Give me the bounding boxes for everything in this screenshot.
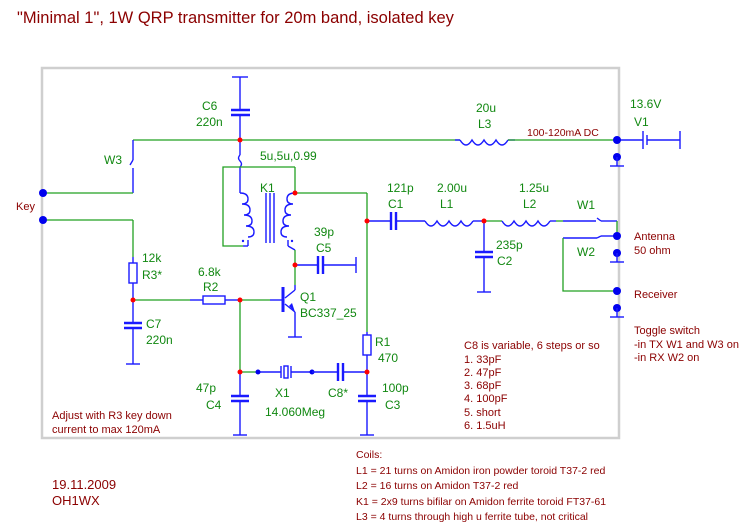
receiver-label: Receiver [634, 289, 678, 301]
x1-ref: X1 [275, 386, 290, 400]
toggle-note-tx: -in TX W1 and W3 on [634, 339, 739, 351]
c6-value: 220n [196, 115, 223, 129]
junctions [130, 137, 487, 375]
switch-w1 [563, 217, 618, 236]
c1-ref: C1 [388, 197, 404, 211]
w3-ref: W3 [104, 153, 122, 167]
r1-ref: R1 [375, 335, 391, 349]
coil-l1: L1 = 21 turns on Amidon iron powder toro… [356, 464, 606, 477]
r3-ref: R3* [142, 268, 162, 282]
c8-step-1: 1. 33pF [464, 354, 502, 366]
capacitor-c7 [124, 300, 142, 365]
c1-value: 121p [387, 181, 414, 195]
c8-step-2: 2. 47pF [464, 367, 502, 379]
c5-value: 39p [314, 225, 334, 239]
resistor-r2 [190, 295, 240, 305]
adjust-note-line1: Adjust with R3 key down [52, 410, 172, 422]
r3-value: 12k [142, 251, 162, 265]
c2-ref: C2 [497, 254, 513, 268]
c4-value: 47p [196, 381, 216, 395]
r2-value: 6.8k [198, 265, 222, 279]
l3-value: 20u [476, 101, 496, 115]
c2-value: 235p [496, 238, 523, 252]
key-terminal-1 [39, 189, 47, 197]
key-terminal-2 [39, 216, 47, 224]
x1-value: 14.060Meg [265, 405, 325, 419]
c6-ref: C6 [202, 99, 218, 113]
receiver-terminal [613, 287, 621, 295]
c8-note-title: C8 is variable, 6 steps or so [464, 340, 600, 352]
diagram-title: "Minimal 1", 1W QRP transmitter for 20m … [17, 9, 454, 27]
q1-ref: Q1 [300, 290, 316, 304]
capacitor-c5 [295, 256, 357, 274]
l2-ref: L2 [523, 197, 537, 211]
footer-date: 19.11.2009 [52, 477, 117, 492]
footer-date-block: 19.11.2009 OH1WX [52, 477, 116, 509]
capacitor-c2 [475, 221, 493, 293]
toggle-note-title: Toggle switch [634, 325, 700, 337]
r2-ref: R2 [203, 280, 219, 294]
wire-w2-receiver [562, 238, 617, 292]
transistor-q1 [270, 285, 302, 338]
v1-value: 13.6V [630, 97, 661, 111]
c3-ref: C3 [385, 398, 401, 412]
toggle-note-rx: -in RX W2 on [634, 352, 699, 364]
c5-ref: C5 [316, 241, 332, 255]
dc-current-note: 100-120mA DC [527, 127, 599, 139]
antenna-label: Antenna [634, 231, 676, 243]
switch-w3 [129, 140, 134, 193]
w1-ref: W1 [577, 198, 595, 212]
coils-title: Coils: [356, 449, 383, 461]
inductor-l1 [424, 219, 484, 227]
antenna-impedance-label: 50 ohm [634, 245, 671, 257]
w2-ref: W2 [577, 245, 595, 259]
r1-value: 470 [378, 351, 398, 365]
c8-step-4: 4. 100pF [464, 393, 508, 405]
capacitor-c8 [312, 363, 367, 381]
c3-value: 100p [382, 381, 409, 395]
c4-ref: C4 [206, 398, 222, 412]
inductor-l3 [455, 138, 515, 146]
capacitor-c3 [358, 372, 376, 436]
l1-ref: L1 [440, 197, 454, 211]
adjust-note-line2: current to max 120mA [52, 424, 161, 436]
l1-value: 2.00u [437, 181, 467, 195]
l3-ref: L3 [478, 117, 492, 131]
resistor-r3 [128, 257, 138, 300]
coils-notes: Coils: L1 = 21 turns on Amidon iron powd… [356, 448, 606, 526]
switch-w2 [563, 235, 617, 239]
v1-ref: V1 [634, 115, 649, 129]
capacitor-c6 [231, 76, 250, 140]
l2-value: 1.25u [519, 181, 549, 195]
c8-ref: C8* [328, 386, 348, 400]
battery-v1 [617, 131, 681, 149]
k1-ref: K1 [260, 181, 275, 195]
coil-k1: K1 = 2x9 turns bifilar on Amidon ferrite… [356, 495, 607, 508]
transformer-k1 [237, 140, 296, 251]
resistor-r1 [362, 332, 372, 372]
c8-step-5: 5. short [464, 407, 501, 419]
wire-k1-loop [222, 166, 243, 247]
v1-plus-terminal [613, 136, 621, 144]
capacitor-c4 [231, 372, 249, 436]
capacitor-c1 [367, 212, 425, 230]
inductor-l2 [501, 219, 556, 227]
c8-step-6: 6. 1.5uH [464, 420, 506, 432]
key-label: Key [16, 201, 35, 213]
c7-value: 220n [146, 333, 173, 347]
footer-callsign: OH1WX [52, 493, 100, 508]
antenna-terminal [613, 232, 621, 240]
c7-ref: C7 [146, 317, 162, 331]
coil-l3: L3 = 4 turns through high u ferrite tube… [356, 511, 589, 523]
coil-l2: L2 = 16 turns on Amidon T37-2 red [356, 480, 519, 492]
k1-value: 5u,5u,0.99 [260, 149, 317, 163]
crystal-x1 [258, 365, 312, 379]
c8-step-3: 3. 68pF [464, 380, 502, 392]
q1-value: BC337_25 [300, 306, 357, 320]
